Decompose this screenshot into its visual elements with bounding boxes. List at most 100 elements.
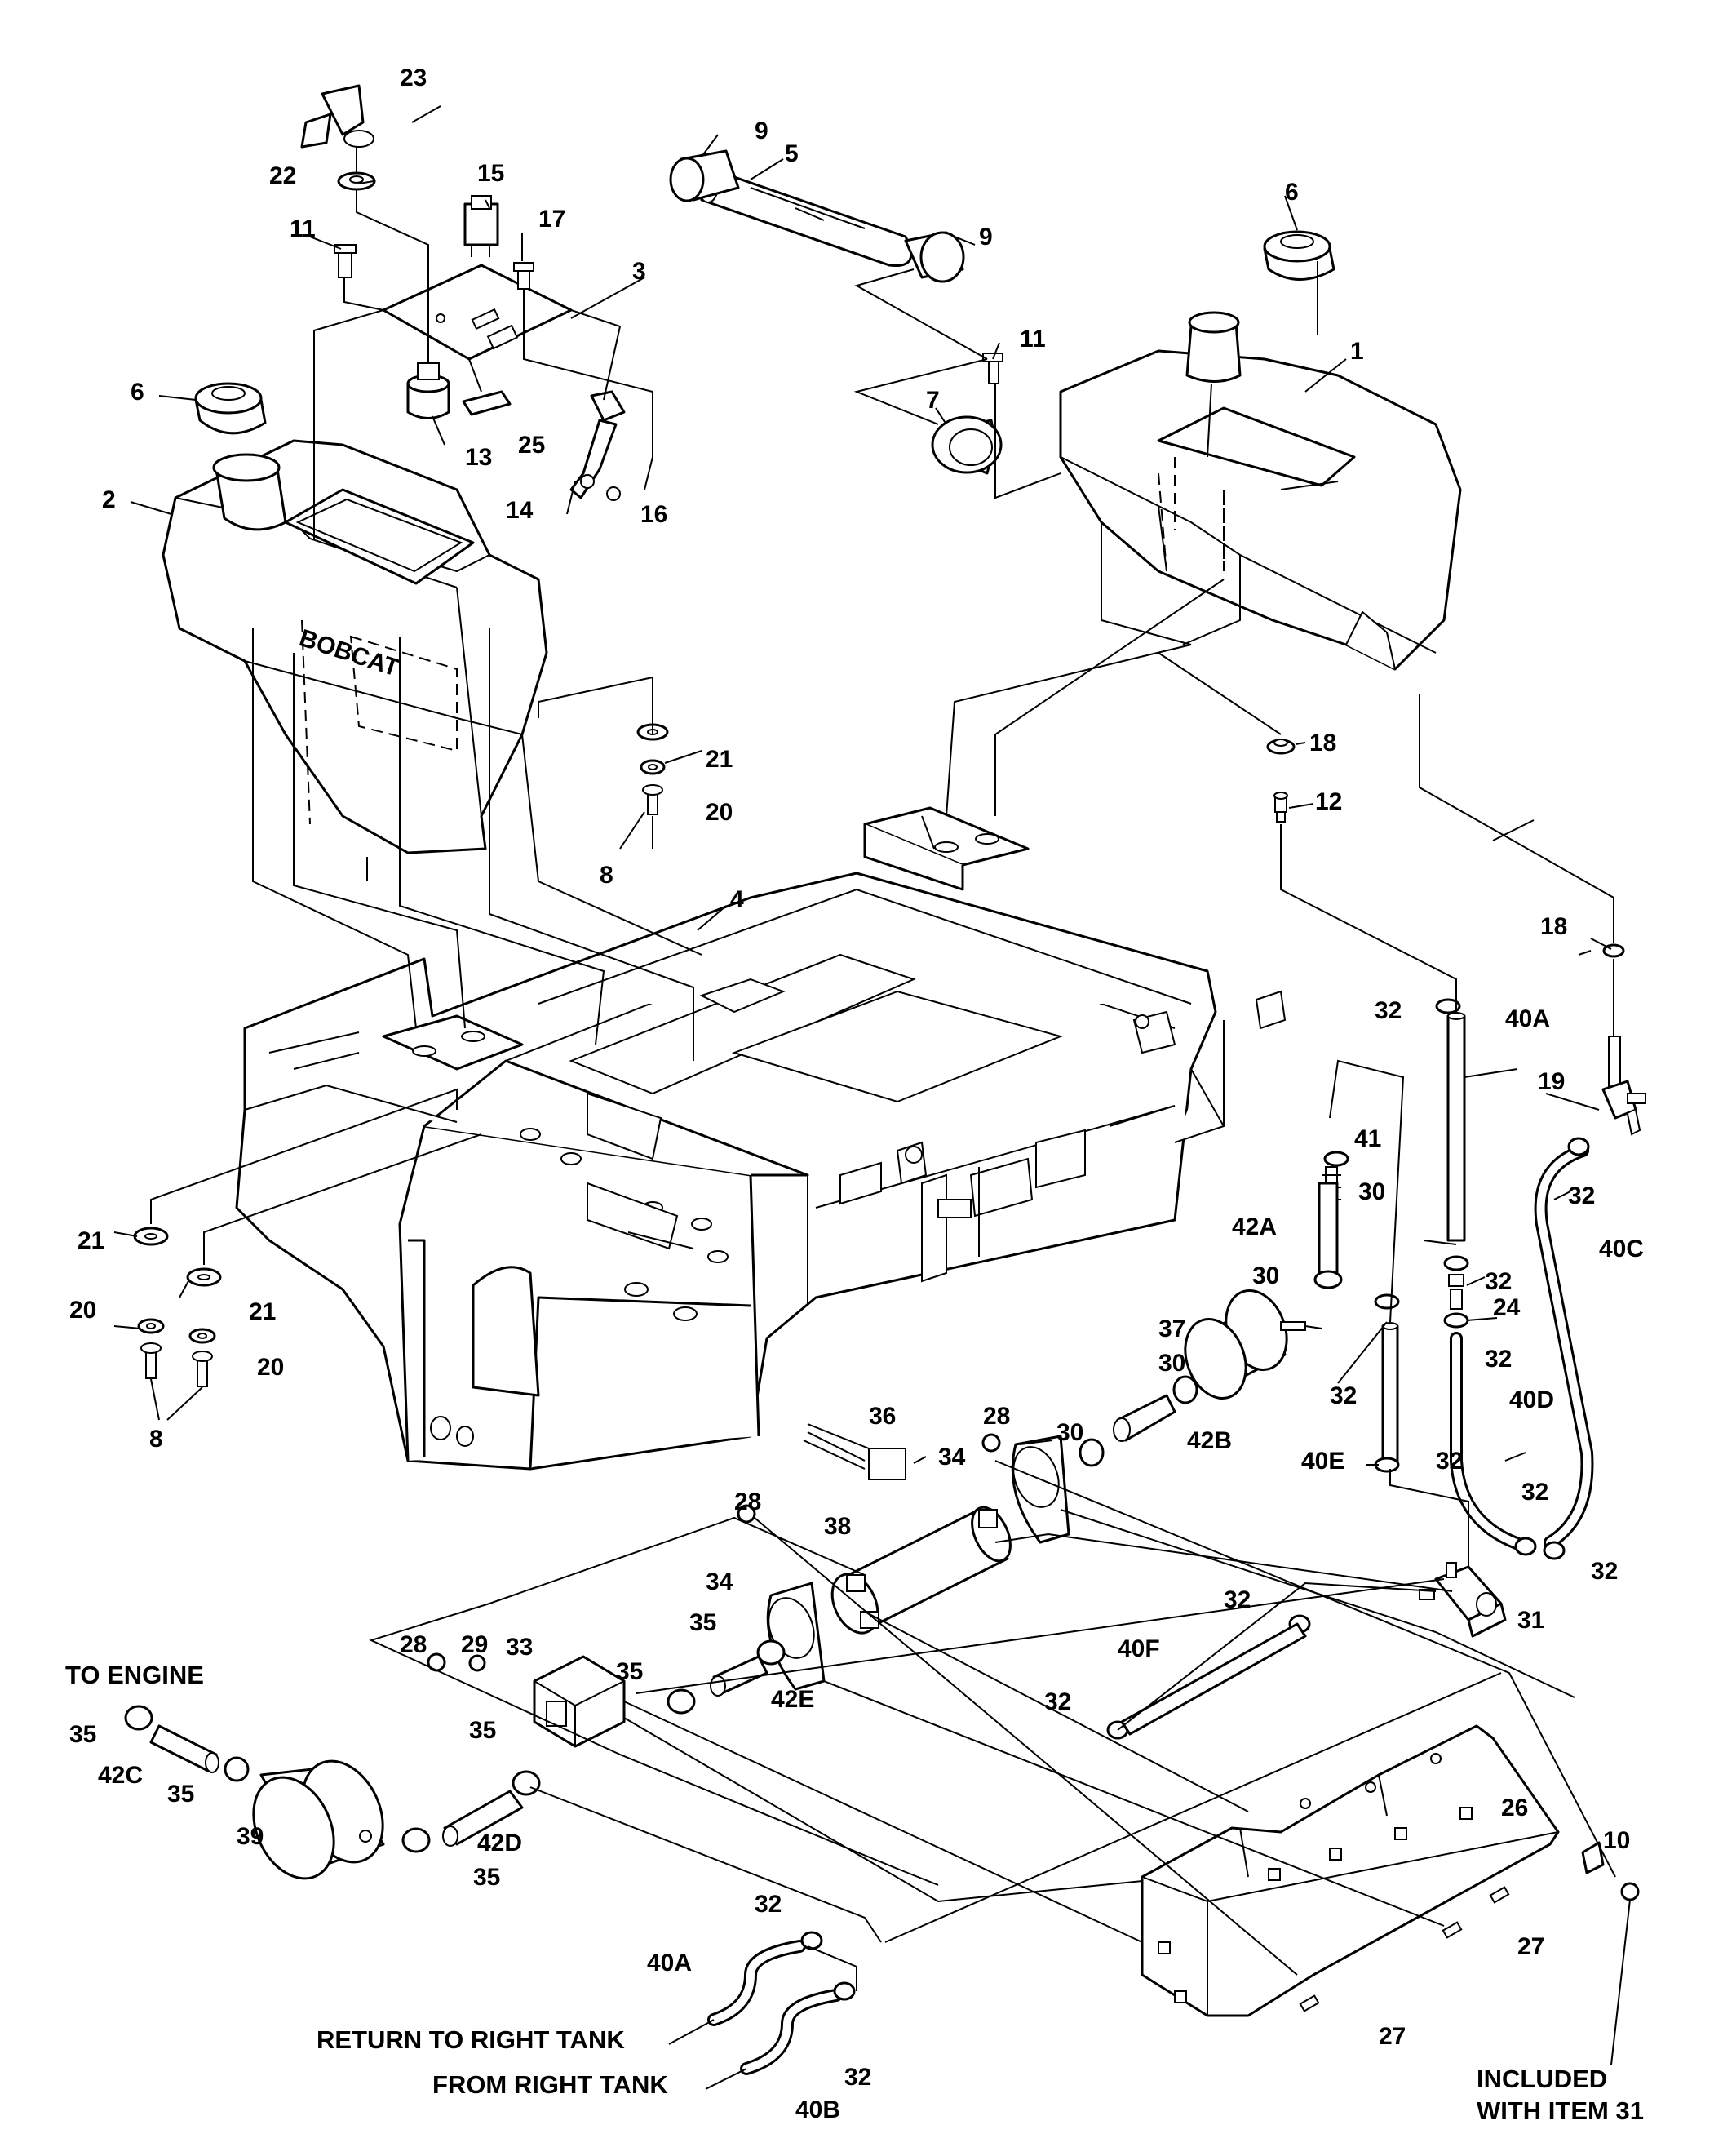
callout-35b: 35 xyxy=(616,1658,643,1685)
callout-35e: 35 xyxy=(167,1781,194,1808)
callout-31: 31 xyxy=(1517,1607,1544,1634)
tank-fitting-18-top xyxy=(1266,739,1296,755)
right-fuel-tank xyxy=(1059,349,1462,671)
notes: TO ENGINE RETURN TO RIGHT TANK FROM RIGH… xyxy=(65,1661,1644,2125)
callout-36: 36 xyxy=(869,1403,896,1430)
ignition-switch-body xyxy=(406,362,450,419)
callout-28a: 28 xyxy=(983,1403,1010,1430)
callout-42E: 42E xyxy=(771,1686,814,1713)
callout-40D: 40D xyxy=(1509,1386,1554,1413)
fuel-line-42B xyxy=(1113,1394,1176,1442)
left-fuel-cap xyxy=(194,382,267,435)
left-bolt-stack xyxy=(133,1227,222,1421)
callout-9b: 9 xyxy=(979,224,993,251)
callout-30d: 30 xyxy=(1056,1419,1083,1446)
panel-screws xyxy=(334,244,534,290)
callout-1: 1 xyxy=(1350,338,1364,365)
callout-15: 15 xyxy=(477,160,504,187)
fuel-line-40B xyxy=(740,1989,843,2075)
clamp-group-35 xyxy=(124,1639,786,1853)
callout-35d: 35 xyxy=(69,1721,96,1748)
ignition-switch-key xyxy=(300,84,374,149)
callout-40F: 40F xyxy=(1118,1635,1160,1662)
callout-41: 41 xyxy=(1354,1125,1381,1152)
bracket-34-upper xyxy=(1011,1435,1070,1544)
callout-21b: 21 xyxy=(78,1227,104,1254)
screws-27 xyxy=(1299,1886,1510,2012)
callout-8a: 8 xyxy=(600,862,613,889)
callout-32b: 32 xyxy=(1568,1182,1595,1209)
callout-27a: 27 xyxy=(1517,1933,1544,1960)
callout-21a: 21 xyxy=(706,746,733,773)
callout-7: 7 xyxy=(926,387,940,414)
fuel-pump-38 xyxy=(830,1506,1012,1635)
clamp-group-30 xyxy=(1079,1151,1349,1467)
note-return-to-right-tank: RETURN TO RIGHT TANK xyxy=(317,2025,625,2054)
callout-24: 24 xyxy=(1493,1294,1521,1321)
callout-39: 39 xyxy=(237,1823,264,1850)
callout-27b: 27 xyxy=(1379,2023,1406,2050)
pedal-nut xyxy=(606,486,621,501)
callout-32f: 32 xyxy=(1436,1448,1463,1475)
callout-20b: 20 xyxy=(69,1297,96,1324)
callout-6b: 6 xyxy=(131,379,144,406)
callout-3: 3 xyxy=(632,258,646,285)
fuel-manifold-31 xyxy=(1419,1562,1507,1638)
callout-32e: 32 xyxy=(1330,1382,1357,1409)
center-bolt-stack xyxy=(636,723,669,815)
fuel-line-40F xyxy=(1120,1622,1307,1736)
callout-9a: 9 xyxy=(755,118,768,144)
callout-32h: 32 xyxy=(1591,1558,1618,1585)
tube-bushing-lower xyxy=(904,231,965,283)
fuel-line-40E xyxy=(1381,1322,1399,1466)
clamps-bottom-32 xyxy=(800,1931,856,2001)
callout-42A: 42A xyxy=(1232,1213,1277,1240)
callout-40C: 40C xyxy=(1599,1235,1644,1262)
filter-39 xyxy=(252,1759,385,1880)
callout-25: 25 xyxy=(518,432,545,459)
callout-26: 26 xyxy=(1501,1794,1528,1821)
callout-labels: 1 2 3 4 5 6 6 7 8 8 9 9 10 11 11 12 13 1… xyxy=(69,64,1644,2123)
shutoff-valve-19 xyxy=(1601,1036,1646,1136)
tank-fitting-12 xyxy=(1273,792,1288,823)
callout-16: 16 xyxy=(640,501,667,528)
filler-grommet xyxy=(931,415,1003,475)
callout-35a: 35 xyxy=(689,1609,716,1636)
callout-40A-bottom: 40A xyxy=(647,1950,692,1976)
filter-37 xyxy=(1184,1289,1306,1400)
callout-21c: 21 xyxy=(249,1298,276,1325)
note-included-line1: INCLUDED xyxy=(1477,2065,1607,2093)
fitting-24 xyxy=(1448,1274,1464,1310)
callout-30b: 30 xyxy=(1252,1262,1279,1289)
switch-gasket xyxy=(462,390,512,416)
callout-30a: 30 xyxy=(1358,1178,1385,1205)
callout-13: 13 xyxy=(465,444,492,471)
callout-18a: 18 xyxy=(1309,730,1336,756)
callout-40E: 40E xyxy=(1301,1448,1344,1475)
callout-12: 12 xyxy=(1315,788,1342,815)
callout-32d: 32 xyxy=(1485,1346,1512,1373)
callout-32a: 32 xyxy=(1375,997,1402,1024)
fuel-line-40C xyxy=(1534,1144,1594,1549)
mounting-plate-26 xyxy=(1141,1724,1560,2017)
bracket-34-lower xyxy=(766,1582,826,1691)
callout-11a: 11 xyxy=(290,215,316,242)
callout-20a: 20 xyxy=(706,799,733,826)
callout-6a: 6 xyxy=(1285,179,1299,206)
leader-lines xyxy=(113,105,1612,1466)
callout-42B: 42B xyxy=(1187,1427,1232,1454)
callout-40B: 40B xyxy=(795,2096,840,2123)
callout-32k: 32 xyxy=(755,1891,782,1918)
callout-32g: 32 xyxy=(1521,1479,1548,1506)
callout-37: 37 xyxy=(1158,1315,1185,1342)
callout-42D: 42D xyxy=(477,1830,522,1857)
callout-8b: 8 xyxy=(149,1426,163,1453)
callout-34b: 34 xyxy=(706,1568,733,1595)
right-fuel-cap xyxy=(1263,230,1335,281)
callout-23: 23 xyxy=(400,64,427,91)
callout-30c: 30 xyxy=(1158,1350,1185,1377)
callout-35c: 35 xyxy=(469,1717,496,1744)
nut-group-28-29 xyxy=(427,1433,1001,1672)
note-from-right-tank: FROM RIGHT TANK xyxy=(432,2070,668,2099)
callout-4: 4 xyxy=(730,886,744,913)
